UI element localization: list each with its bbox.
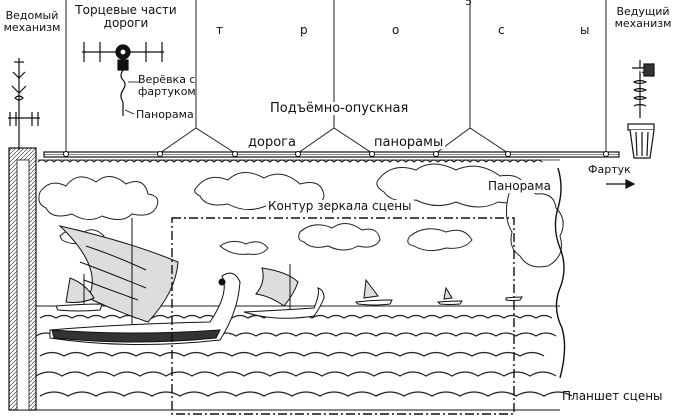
drive-mechanism-line1: Ведущий	[616, 5, 670, 18]
road-word: дорога	[246, 135, 298, 150]
road-ends-label: Торцевые части дороги	[72, 4, 180, 30]
overhead-cables	[65, 0, 607, 153]
panorama-small-label: Панорама	[136, 108, 194, 121]
cable-letter-o: о	[392, 23, 400, 37]
lifting-road	[43, 151, 620, 158]
rope-with-apron-line2: фартуком	[138, 85, 196, 98]
mirror-contour-label: Контур зеркала сцены	[266, 199, 414, 213]
rope-with-apron-label: Верёвка с фартуком	[138, 74, 196, 98]
driven-mechanism-label: Ведомый механизм	[2, 10, 62, 34]
road-ends-line1: Торцевые части	[75, 3, 177, 17]
drive-mechanism	[627, 60, 655, 159]
cable-letter-y: ы	[580, 23, 590, 37]
cable-letter-t: т	[216, 23, 223, 37]
apron-label: Фартук	[588, 163, 631, 176]
suspension-wires	[159, 127, 509, 154]
driven-mechanism-line2: механизм	[3, 21, 61, 34]
panorama-big-label: Панорама	[486, 179, 553, 193]
apron-arrow	[606, 179, 636, 189]
left-stage-post	[8, 147, 37, 411]
lifting-title: Подъёмно-опускная	[268, 101, 411, 116]
panoramas-word: панорамы	[372, 135, 446, 150]
figure-number: 5	[465, 0, 472, 8]
stage-floor-label: Планшет сцены	[562, 389, 663, 403]
drive-mechanism-label: Ведущий механизм	[612, 6, 674, 30]
cable-letter-r: р	[300, 23, 308, 37]
stage-mirror-contour	[171, 217, 515, 415]
rope-with-apron-line1: Верёвка с	[138, 73, 196, 86]
driven-mechanism	[8, 58, 40, 150]
driven-mechanism-line1: Ведомый	[5, 9, 59, 22]
drive-mechanism-line2: механизм	[614, 17, 672, 30]
road-ends-line2: дороги	[103, 16, 149, 30]
road-end-detail	[82, 42, 164, 116]
ships	[49, 218, 523, 346]
cable-letter-s: с	[498, 23, 505, 37]
